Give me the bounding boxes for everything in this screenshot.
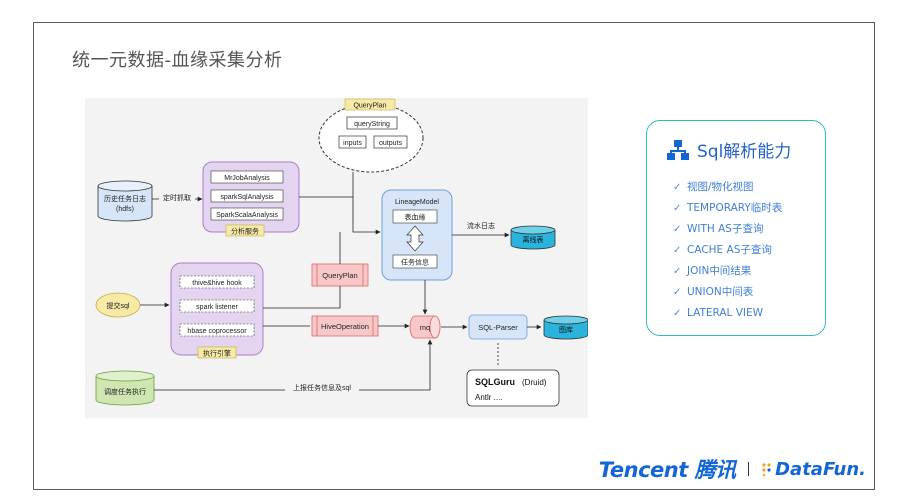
page-title: 统一元数据-血缘采集分析 (72, 50, 283, 71)
offline-table-label: 离线表 (523, 235, 544, 244)
logo-divider (747, 462, 750, 476)
query-string-label: queryString (354, 121, 390, 128)
sql-parser-box: SQL-Parser (468, 314, 528, 340)
diagram-svg: QueryPlan queryString inputs outputs 历史任… (95, 98, 589, 407)
check-icon: ✓ (673, 182, 682, 193)
analysis-item-2: sparkSqlAnalysis (220, 194, 274, 201)
outputs-label: outputs (379, 140, 402, 147)
sqlguru-box: SQLGuru (Druid) Antlr .... (466, 369, 560, 407)
tencent-logo: Tencent 腾讯 (598, 458, 736, 482)
mq-queue: mq (409, 315, 441, 339)
check-icon: ✓ (673, 266, 682, 277)
sql-parser-label: SQL-Parser (478, 323, 518, 332)
check-icon: ✓ (673, 245, 682, 256)
sqlguru-name: SQLGuru (475, 377, 515, 387)
analysis-service-label: 分析服务 (231, 227, 259, 236)
queryplan-queue-label: QueryPlan (322, 271, 357, 280)
engine-item-3: hbase coprocessor (187, 328, 247, 335)
lineage-architecture-diagram: QueryPlan queryString inputs outputs 历史任… (85, 98, 589, 418)
lineage-model-title: LineageModel (395, 199, 439, 206)
capability-item: ✓UNION中间表 (673, 282, 782, 303)
queryplan-queue: QueryPlan (311, 263, 369, 287)
capability-item: ✓CACHE AS子查询 (673, 240, 782, 261)
stream-log-label: 流水日志 (467, 221, 495, 230)
analysis-item-3: SparkScalaAnalysis (216, 212, 278, 219)
mq-label: mq (420, 323, 430, 332)
capability-list: ✓视图/物化视图 ✓TEMPORARY临时表 ✓WITH AS子查询 ✓CACH… (673, 177, 782, 324)
sqlguru-antlr: Antlr .... (475, 393, 503, 402)
timed-fetch-label: 定时抓取 (163, 193, 191, 202)
slide-frame (33, 22, 875, 490)
capability-item: ✓视图/物化视图 (673, 177, 782, 198)
analysis-item-1: MrJobAnalysis (224, 175, 270, 182)
schedule-exec-db: 调度任务执行 (95, 370, 155, 406)
datafun-logo: DataFun. (761, 459, 866, 480)
check-icon: ✓ (673, 203, 682, 214)
table-lineage-label: 表血缘 (405, 213, 426, 222)
graph-db: 图库 (543, 315, 589, 340)
exec-engine-label: 执行引擎 (203, 349, 231, 358)
datafun-dots-icon (762, 463, 771, 476)
capability-item: ✓WITH AS子查询 (673, 219, 782, 240)
brand-logos: Tencent 腾讯 DataFun. (599, 454, 866, 484)
sql-capability-panel: Sql解析能力 ✓视图/物化视图 ✓TEMPORARY临时表 ✓WITH AS子… (646, 120, 826, 336)
report-task-label: 上报任务信息及sql (293, 383, 351, 392)
sqlguru-druid: (Druid) (522, 378, 547, 387)
inputs-label: inputs (343, 140, 362, 147)
submit-sql-node: 提交sql (95, 292, 141, 318)
lineage-model-box: LineageModel 表血缘 任务信息 (381, 189, 453, 281)
capability-item: ✓JOIN中间结果 (673, 261, 782, 282)
check-icon: ✓ (673, 224, 682, 235)
capability-header: Sql解析能力 (667, 137, 791, 162)
submit-sql-label: 提交sql (107, 301, 130, 310)
history-logs-label: 历史任务日志 (104, 194, 146, 203)
check-icon: ✓ (673, 287, 682, 298)
queryplan-cloud: QueryPlan queryString inputs outputs (318, 98, 424, 173)
schedule-exec-label: 调度任务执行 (104, 387, 146, 396)
capability-item: ✓TEMPORARY临时表 (673, 198, 782, 219)
engine-item-2: spark listener (196, 304, 238, 311)
analysis-service-box: MrJobAnalysis sparkSqlAnalysis SparkScal… (202, 161, 300, 237)
task-info-label: 任务信息 (401, 258, 429, 267)
hive-operation-queue: HiveOperation (311, 315, 379, 337)
capability-title: Sql解析能力 (697, 142, 792, 162)
offline-table-db: 离线表 (510, 225, 556, 250)
capability-item: ✓LATERAL VIEW (673, 303, 782, 324)
check-icon: ✓ (673, 308, 682, 319)
exec-engine-box: thive&hive hook spark listener hbase cop… (170, 262, 264, 359)
queryplan-cloud-title: QueryPlan (353, 103, 386, 110)
bidirectional-arrow-icon (406, 225, 424, 252)
history-logs-db: 历史任务日志 (hdfs) (97, 180, 153, 222)
graph-db-label: 图库 (559, 325, 573, 334)
engine-item-1: thive&hive hook (192, 280, 242, 287)
hierarchy-icon (667, 139, 689, 160)
hive-operation-label: HiveOperation (321, 322, 369, 331)
history-logs-sub: (hdfs) (116, 206, 134, 213)
